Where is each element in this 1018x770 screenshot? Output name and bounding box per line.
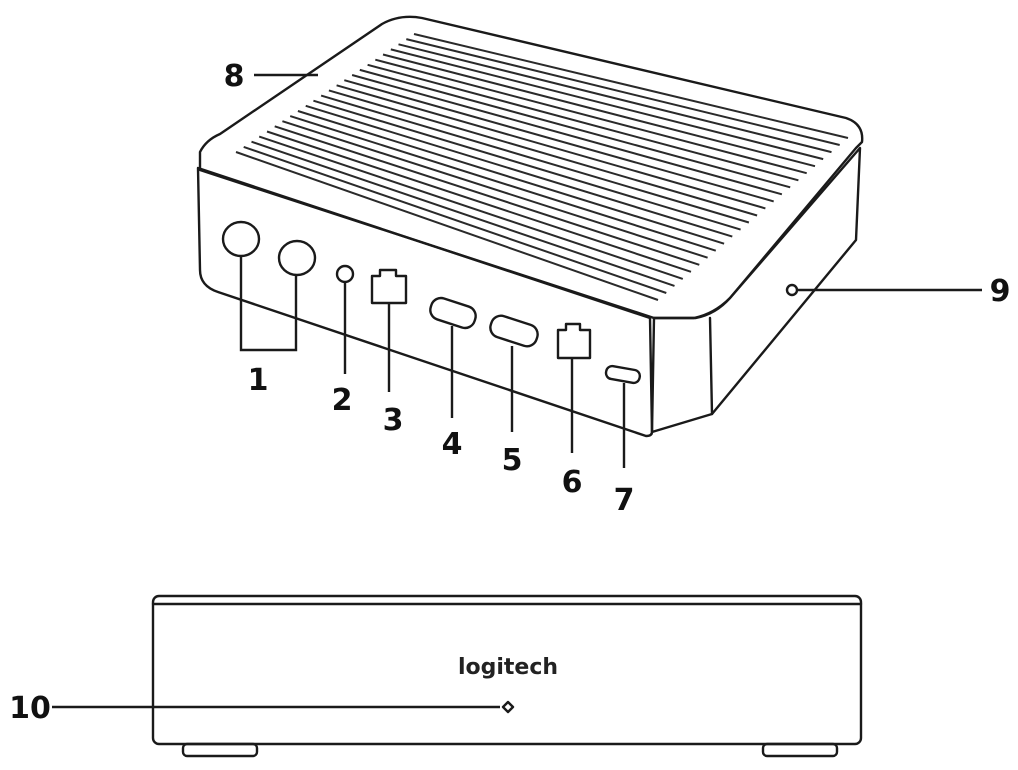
callout-6: 6 xyxy=(562,465,583,500)
vent-groove xyxy=(320,94,750,224)
callout-4: 4 xyxy=(442,427,463,462)
front-view-body xyxy=(151,594,863,746)
vent-groove xyxy=(398,43,832,154)
port-3-ethernet xyxy=(370,268,408,305)
vent-groove xyxy=(297,110,725,245)
vent-groove xyxy=(313,99,741,231)
callout-8: 8 xyxy=(224,59,245,94)
vent-groove xyxy=(235,151,659,301)
port-1b-round xyxy=(277,239,317,277)
device-side-face xyxy=(650,146,862,434)
vent-groove xyxy=(305,104,733,238)
vent-groove xyxy=(258,135,684,280)
vent-groove xyxy=(336,84,766,210)
vent-groove xyxy=(382,53,816,168)
callout-5: 5 xyxy=(502,443,523,478)
callout-2: 2 xyxy=(332,383,353,418)
vent-groove xyxy=(351,74,783,196)
vent-groove xyxy=(367,63,799,182)
vent-groove xyxy=(359,68,791,189)
device-front-view: logitech xyxy=(52,594,863,758)
vent-groove xyxy=(413,33,849,139)
logitech-logo: logitech xyxy=(458,655,558,680)
vent-groove xyxy=(274,125,700,266)
port-1a-round xyxy=(221,220,261,258)
callout-1: 1 xyxy=(248,363,269,398)
device-edge xyxy=(708,316,714,416)
vent-groove xyxy=(344,79,774,203)
device-perspective-view xyxy=(196,15,864,438)
vent-groove xyxy=(282,120,708,259)
status-led xyxy=(501,700,515,714)
port-5-hdmi xyxy=(489,314,539,348)
port-4-hdmi xyxy=(429,296,477,330)
vent-groove xyxy=(289,115,717,252)
vent-groove xyxy=(251,140,675,287)
callout-10: 10 xyxy=(9,691,51,726)
vent-groove xyxy=(328,89,758,217)
vent-groove xyxy=(375,58,807,175)
front-view-foot-left xyxy=(181,742,259,758)
callout-3: 3 xyxy=(383,403,404,438)
callout-labels: 1 2 3 4 5 6 7 8 9 10 xyxy=(9,59,1010,726)
port-2-audio-jack xyxy=(335,264,355,284)
port-7-usb-c xyxy=(604,364,642,385)
callout-9: 9 xyxy=(990,274,1011,309)
front-view-foot-right xyxy=(761,742,839,758)
vent-groove xyxy=(243,145,667,294)
vent-grooves xyxy=(235,33,849,301)
vent-groove xyxy=(266,130,692,273)
port-9-side-hole xyxy=(785,283,799,297)
leader-lines xyxy=(239,73,982,468)
vent-groove xyxy=(406,38,840,146)
callout-7: 7 xyxy=(614,483,635,518)
vent-groove xyxy=(390,48,824,161)
port-6-ethernet xyxy=(556,322,592,360)
